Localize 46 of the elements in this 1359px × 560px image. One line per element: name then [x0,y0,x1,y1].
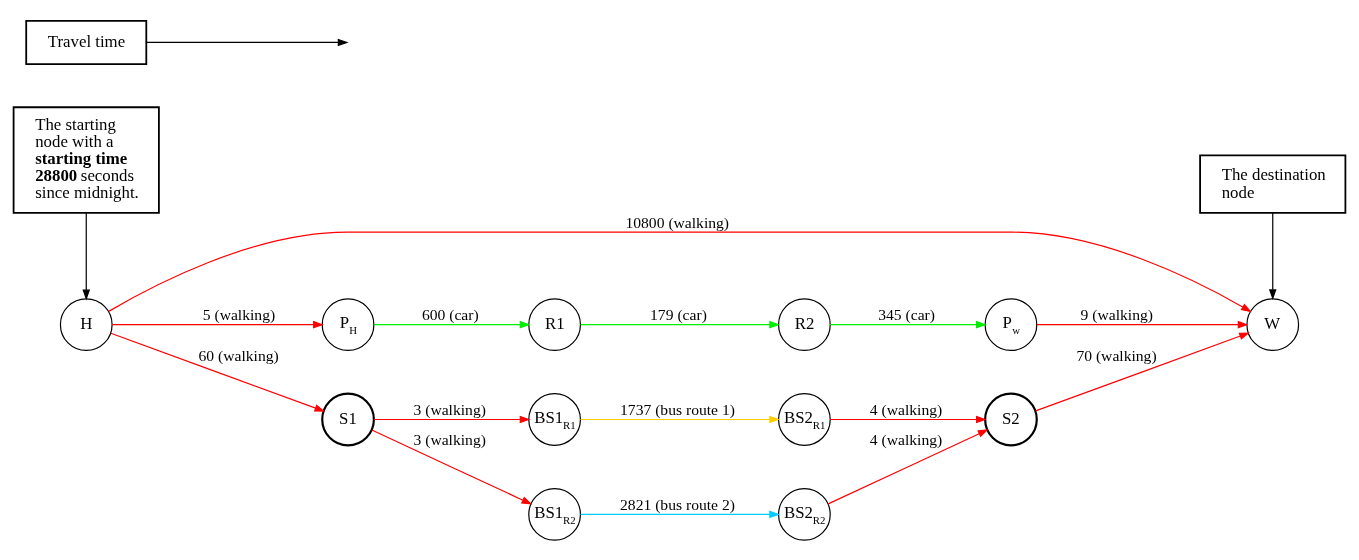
arrow [829,320,987,328]
arrow [373,320,531,328]
node-circle: W [1246,297,1300,351]
node-circle: S2 [984,392,1038,446]
arrow [1035,332,1250,412]
arrow [1268,212,1277,300]
arrow [579,510,781,518]
edge-label: 600 (car) [421,305,479,323]
arrow [579,320,781,328]
node-circle: S1 [321,392,375,446]
node-circle: R1 [528,297,582,351]
node-circle: R2 [777,297,831,351]
edge-label: 10800 (walking) [625,213,730,231]
arrow [829,415,987,423]
edge-label: 70 (walking) [1076,346,1157,364]
node-circle: BS1$_{R2}$ [528,487,582,541]
edge-label: 2821 (bus route 2) [620,495,735,513]
arrow [373,415,531,423]
node-circle: P$_{H}$ [321,297,375,351]
arrow [111,320,324,328]
edge-label: 4 (walking) [869,400,943,418]
edge-label: 3 (walking) [413,430,486,448]
arrow [1036,320,1249,328]
edge-label: 179 (car) [650,305,707,323]
arrow [371,428,533,505]
edge-label: 1737 (bus route 1) [620,400,735,418]
edge-label: 345 (car) [878,305,936,323]
node-circle: H [59,297,113,351]
node-box: The starting node with a starting time 28800 seconds since midnight. [12,105,160,214]
node-circle: BS1$_{R1}$ [528,392,582,446]
arrow [110,332,326,412]
node-circle: BS2$_{R1}$ [777,392,831,446]
node-circle: BS2$_{R2}$ [777,487,831,541]
edge-label: 3 (walking) [413,400,486,418]
arrow [827,428,989,504]
node-circle: P$_{w}$ [984,297,1038,351]
edge-label: 5 (walking) [202,305,276,323]
arrow [145,38,349,46]
edge-label: 60 (walking) [198,346,279,364]
arrow [108,231,1252,312]
edge-label: 9 (walking) [1080,305,1154,323]
arrow [82,212,91,300]
node-box: The destination node [1199,153,1347,214]
node-box: Travel time [25,19,148,65]
edge-label: 4 (walking) [869,430,943,448]
arrow [579,415,781,423]
